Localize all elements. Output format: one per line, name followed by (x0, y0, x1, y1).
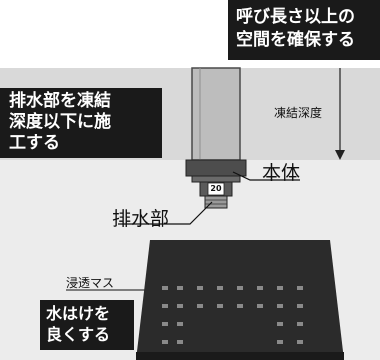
body-leader (232, 171, 300, 181)
drain-label: 排水部 (112, 208, 170, 230)
callout-water-line2: 良くする (46, 325, 111, 344)
infiltration-basin (136, 240, 344, 360)
callout-space-line2: 空間を確保する (236, 30, 355, 50)
basin-label: 浸透マス (66, 276, 115, 290)
callout-water: 水はけを 良くする (40, 300, 134, 350)
callout-drain-depth: 排水部を凍結 深度以下に施 工する (0, 88, 162, 158)
callout-drain-depth-line3: 工する (9, 133, 60, 153)
drain-nozzle (204, 195, 228, 209)
body-label: 本体 (262, 162, 301, 184)
size-mark: 20 (210, 184, 222, 193)
callout-drain-depth-line2: 深度以下に施 (9, 112, 111, 132)
drain-leader (118, 201, 213, 225)
basin-holes (162, 286, 303, 344)
pipe (191, 67, 241, 161)
callout-space-line1: 呼び長さ以上の (236, 7, 355, 27)
frost-depth-label: 凍結深度 (274, 106, 323, 120)
callout-space: 呼び長さ以上の 空間を確保する (228, 0, 380, 60)
callout-drain-depth-line1: 排水部を凍結 (9, 91, 111, 111)
callout-water-line1: 水はけを (46, 304, 111, 323)
